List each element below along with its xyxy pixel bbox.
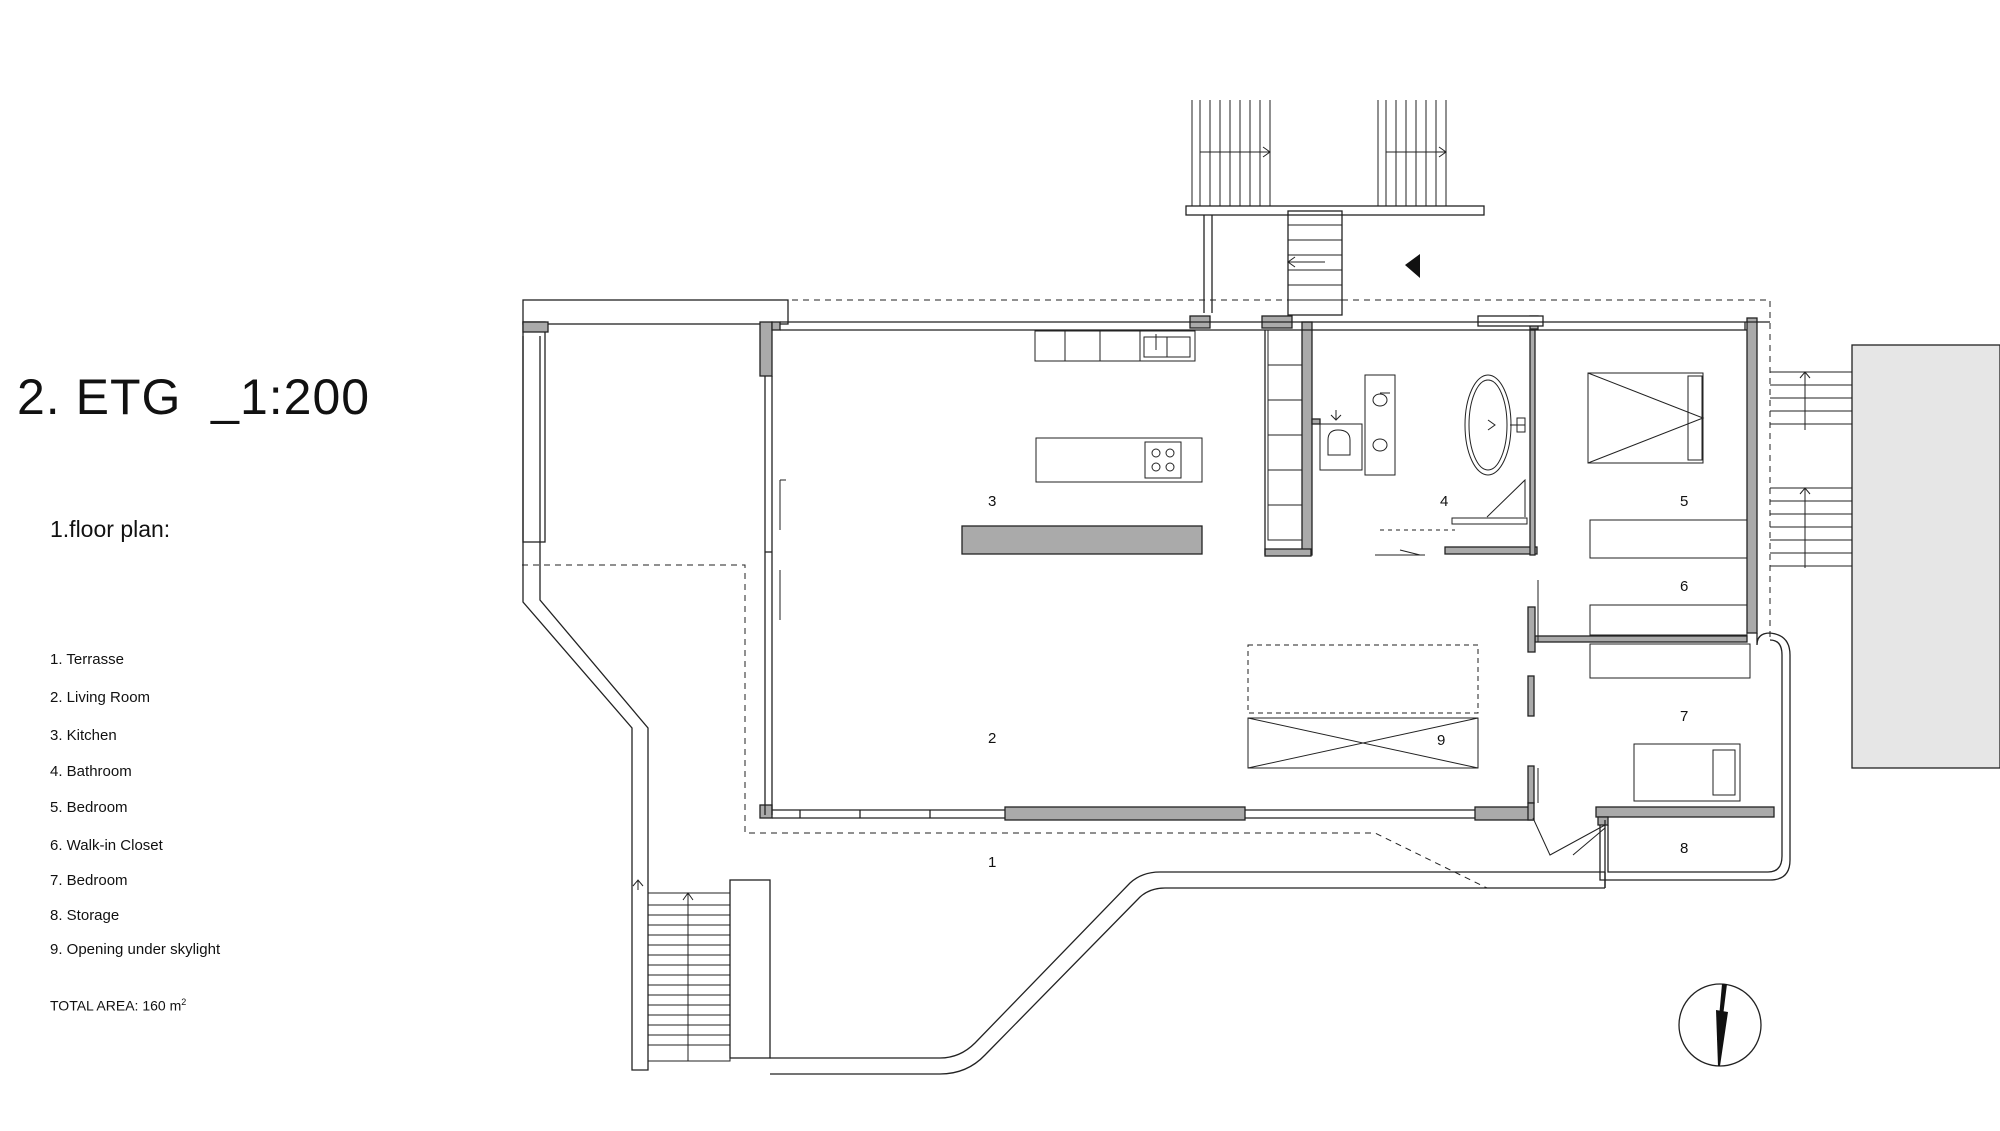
north-arrow-icon [1678,983,1762,1067]
legend-item-skylight-opening: 9. Opening under skylight [50,941,221,958]
room-number-1: 1 [988,854,996,871]
legend-item-kitchen: 3. Kitchen [50,727,117,744]
bedroom-7 [1537,743,1741,803]
legend-item-bedroom-5: 5. Bedroom [50,799,128,816]
room-number-9: 9 [1437,732,1445,749]
legend-item-living-room: 2. Living Room [50,689,151,706]
kitchen-island [1035,437,1203,483]
skylight-opening [1247,644,1479,769]
terrace-stairs [632,879,731,1062]
legend-item-storage: 8. Storage [50,907,120,924]
terrace-outline-walls [522,299,1606,1075]
bathroom-fixtures [1319,374,1528,556]
top-entrance-stairs [1185,100,1485,316]
kitchen-counter [1034,330,1196,362]
stair-strips [1267,329,1303,541]
total-area: TOTAL AREA: 160 m2 [50,998,186,1013]
house-outline [764,321,1791,888]
floor-plan-subtitle: 1.floor plan: [50,516,171,542]
room-numbers: 1 2 3 4 5 6 7 8 9 [988,493,1688,871]
dining-counter [961,525,1203,555]
room-number-5: 5 [1680,493,1688,510]
room-number-7: 7 [1680,708,1688,725]
total-area-unit-superscript: 2 [181,997,187,1007]
storage-entry [1532,817,1606,888]
legend-item-bathroom: 4. Bathroom [50,763,132,780]
room-number-4: 4 [1440,493,1448,510]
terrace-outline [522,564,1605,889]
legend-item-bedroom-7: 7. Bedroom [50,872,128,889]
walk-in-closet [1537,519,1751,679]
bedroom-5-bed [1587,372,1705,464]
drawing-title: 2. ETG _1:200 [17,369,371,425]
legend-item-terrasse: 1. Terrasse [50,651,124,668]
room-number-8: 8 [1680,840,1688,857]
entrance-arrow-icon [1405,254,1420,278]
room-number-2: 2 [988,730,996,747]
legend-item-walk-in-closet: 6. Walk-in Closet [50,837,163,854]
house-walls [522,315,1775,826]
side-stairs [1770,371,1852,568]
living-window-marks [779,479,786,620]
room-number-3: 3 [988,493,996,510]
neighbor-building [1851,344,2000,769]
total-area-text: TOTAL AREA: 160 m [50,997,182,1014]
room-number-6: 6 [1680,578,1688,595]
